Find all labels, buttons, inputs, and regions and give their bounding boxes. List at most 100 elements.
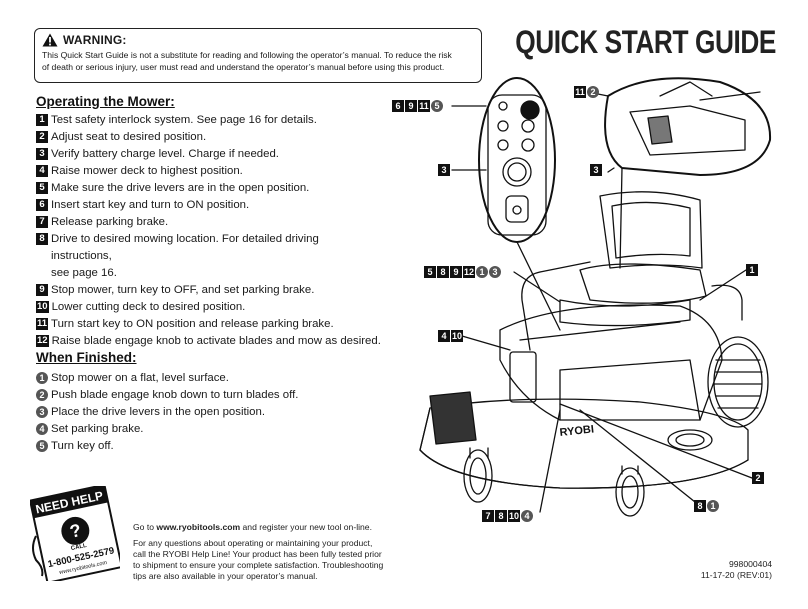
callout-5-8-9-12-1-3: 5 8 9 12 1 3 bbox=[424, 266, 501, 278]
step-text-line-2: see page 16. bbox=[51, 267, 117, 279]
callout-box: 3 bbox=[590, 164, 602, 176]
step-number-circle: 4 bbox=[36, 423, 48, 435]
callout-7-8-10-4: 7 8 10 4 bbox=[482, 510, 533, 522]
warning-label: WARNING: bbox=[63, 33, 127, 47]
step-text: Insert start key and turn to ON position… bbox=[51, 199, 250, 211]
warning-triangle-icon bbox=[42, 33, 58, 47]
callout-box: 6 bbox=[392, 100, 404, 112]
warning-text: This Quick Start Guide is not a substitu… bbox=[42, 49, 474, 73]
step-text: Stop mower on a flat, level surface. bbox=[51, 372, 229, 384]
callout-3-key: 3 bbox=[590, 164, 602, 176]
callout-6-9-11-5: 6 9 11 5 bbox=[392, 100, 443, 112]
warning-line-2: of death or serious injury, user must re… bbox=[42, 62, 445, 72]
callout-box: 8 bbox=[437, 266, 449, 278]
help-line-3: to shipment to ensure your complete sati… bbox=[133, 560, 384, 570]
step-number-box: 3 bbox=[36, 148, 48, 160]
callout-circle: 1 bbox=[707, 500, 719, 512]
warning-line-1: This Quick Start Guide is not a substitu… bbox=[42, 50, 452, 60]
callout-box: 11 bbox=[574, 86, 586, 98]
callout-circle: 4 bbox=[521, 510, 533, 522]
step-text: Lower cutting deck to desired position. bbox=[51, 301, 246, 313]
step-text: Release parking brake. bbox=[51, 216, 169, 228]
callout-circle: 1 bbox=[476, 266, 488, 278]
callout-box: 10 bbox=[451, 330, 463, 342]
step-text: Make sure the drive levers are in the op… bbox=[51, 182, 310, 194]
step-number-box: 4 bbox=[36, 165, 48, 177]
step-text: Raise mower deck to highest position. bbox=[51, 165, 243, 177]
step-text: Stop mower, turn key to OFF, and set par… bbox=[51, 284, 315, 296]
step-number-box: 9 bbox=[36, 284, 48, 296]
callout-11-2: 11 2 bbox=[574, 86, 599, 98]
callout-box: 12 bbox=[463, 266, 475, 278]
step-text: Drive to desired mowing location. For de… bbox=[51, 231, 381, 282]
phone-cord-icon bbox=[32, 535, 44, 577]
callout-box: 11 bbox=[418, 100, 430, 112]
callout-circle: 3 bbox=[489, 266, 501, 278]
doc-part-number: 998000404 bbox=[728, 559, 772, 569]
page-title: QUICK START GUIDE bbox=[515, 24, 776, 60]
help-line-1: For any questions about operating or mai… bbox=[133, 538, 373, 548]
warning-header: WARNING: bbox=[42, 33, 474, 47]
callout-1: 1 bbox=[746, 264, 758, 276]
step-number-circle: 2 bbox=[36, 389, 48, 401]
help-line-2: call the RYOBI Help Line! Your product h… bbox=[133, 549, 382, 559]
step-number-box: 11 bbox=[36, 318, 49, 330]
register-link[interactable]: www.ryobitools.com bbox=[156, 522, 241, 532]
question-mark-icon: ? bbox=[68, 520, 83, 542]
step-text: Adjust seat to desired position. bbox=[51, 131, 207, 143]
callout-box: 4 bbox=[438, 330, 450, 342]
step-number-box: 1 bbox=[36, 114, 48, 126]
register-pre: Go to bbox=[133, 522, 157, 532]
step-text: Test safety interlock system. See page 1… bbox=[51, 114, 317, 126]
step-number-box: 5 bbox=[36, 182, 48, 194]
help-call: CALL bbox=[70, 543, 87, 552]
callout-8-1: 8 1 bbox=[694, 500, 719, 512]
help-line-text: For any questions about operating or mai… bbox=[133, 538, 383, 582]
step-text: Verify battery charge level. Charge if n… bbox=[51, 148, 279, 160]
callout-3-panel: 3 bbox=[438, 164, 450, 176]
step-number-box: 6 bbox=[36, 199, 48, 211]
register-post: and register your new tool on-line. bbox=[240, 522, 372, 532]
warning-box: WARNING: This Quick Start Guide is not a… bbox=[34, 28, 482, 83]
callout-box: 8 bbox=[694, 500, 706, 512]
step-number-circle: 3 bbox=[36, 406, 48, 418]
step-number-box: 10 bbox=[36, 301, 49, 313]
step-text: Raise blade engage knob to activate blad… bbox=[51, 335, 381, 347]
doc-revision-date: 11-17-20 (REV:01) bbox=[700, 570, 772, 580]
step-text: Turn start key to ON position and releas… bbox=[51, 318, 334, 330]
step-number-circle: 1 bbox=[36, 372, 48, 384]
need-help-badge: NEED HELP ? CALL 1-800-525-2579 www.ryob… bbox=[30, 486, 120, 581]
step-number-box: 7 bbox=[36, 216, 48, 228]
callout-box: 1 bbox=[746, 264, 758, 276]
callout-box: 9 bbox=[405, 100, 417, 112]
step-number-box: 2 bbox=[36, 131, 48, 143]
step-number-box: 12 bbox=[36, 335, 49, 347]
operating-heading: Operating the Mower: bbox=[36, 94, 175, 109]
callout-box: 10 bbox=[508, 510, 520, 522]
callout-2: 2 bbox=[752, 472, 764, 484]
callout-box: 8 bbox=[495, 510, 507, 522]
step-text: Turn key off. bbox=[51, 440, 114, 452]
callout-circle: 2 bbox=[587, 86, 599, 98]
step-text: Place the drive levers in the open posit… bbox=[51, 406, 266, 418]
step-text-line-1: Drive to desired mowing location. For de… bbox=[51, 233, 319, 262]
step-number-box: 8 bbox=[36, 233, 48, 245]
